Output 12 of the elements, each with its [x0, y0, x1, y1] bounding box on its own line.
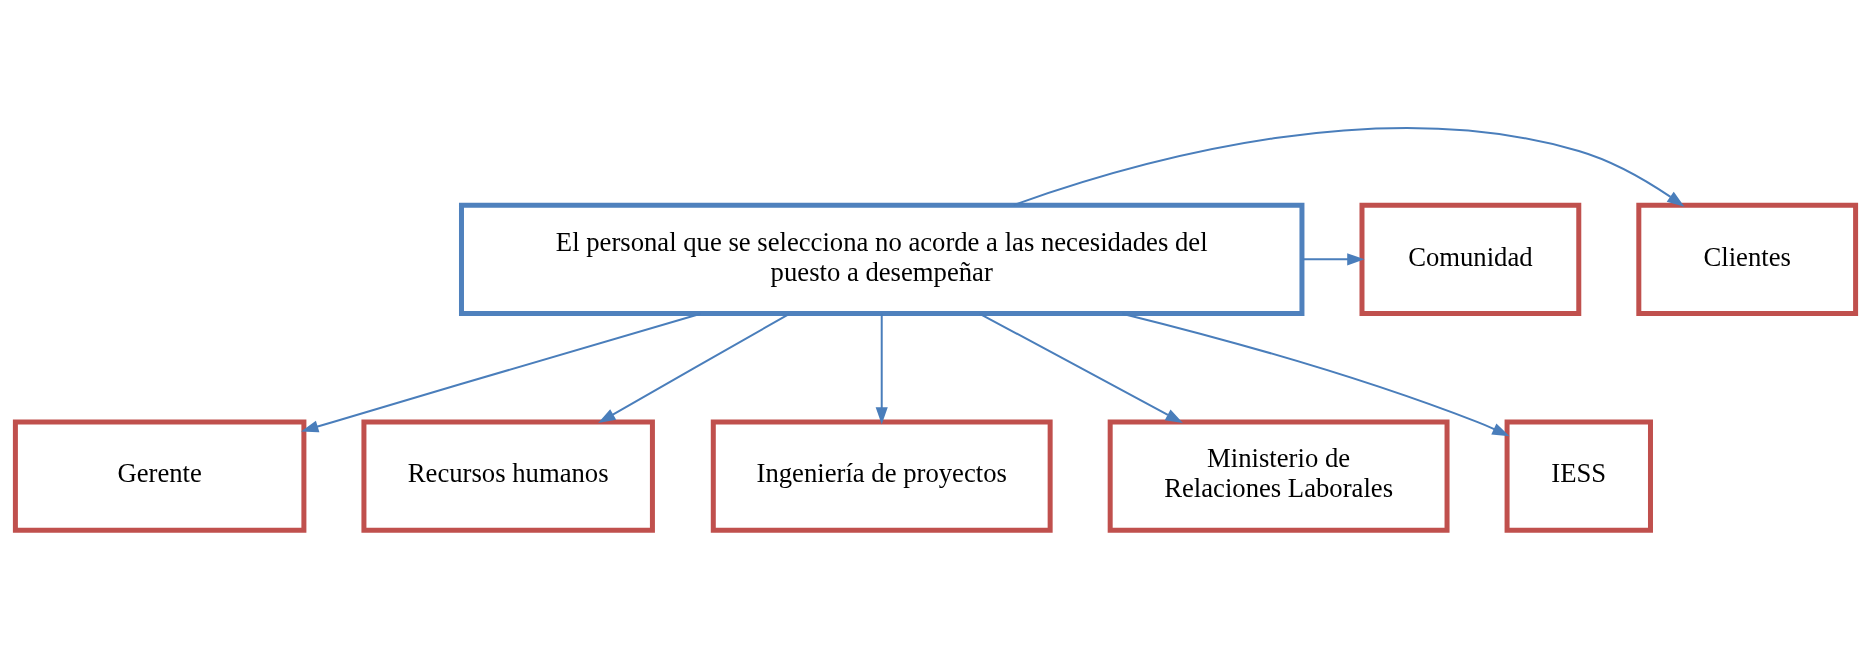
arrow [1121, 312, 1510, 436]
node-box: IESS [1504, 418, 1653, 533]
node-box: Clientes [1636, 202, 1859, 316]
node-box: Gerente [12, 418, 307, 533]
arrow [301, 312, 702, 432]
arrow [1301, 252, 1365, 265]
node-box: Recursos humanos [361, 418, 655, 533]
node-box: Comunidad [1359, 202, 1582, 316]
node-box: El personal que se selecciona no acorde a las necesidades del puesto a desempeñar [459, 202, 1305, 316]
node-box: Ministerio de Relaciones Laborales [1107, 418, 1450, 533]
arrow [598, 312, 791, 423]
node-box: Ingeniería de proyectos [710, 418, 1053, 533]
